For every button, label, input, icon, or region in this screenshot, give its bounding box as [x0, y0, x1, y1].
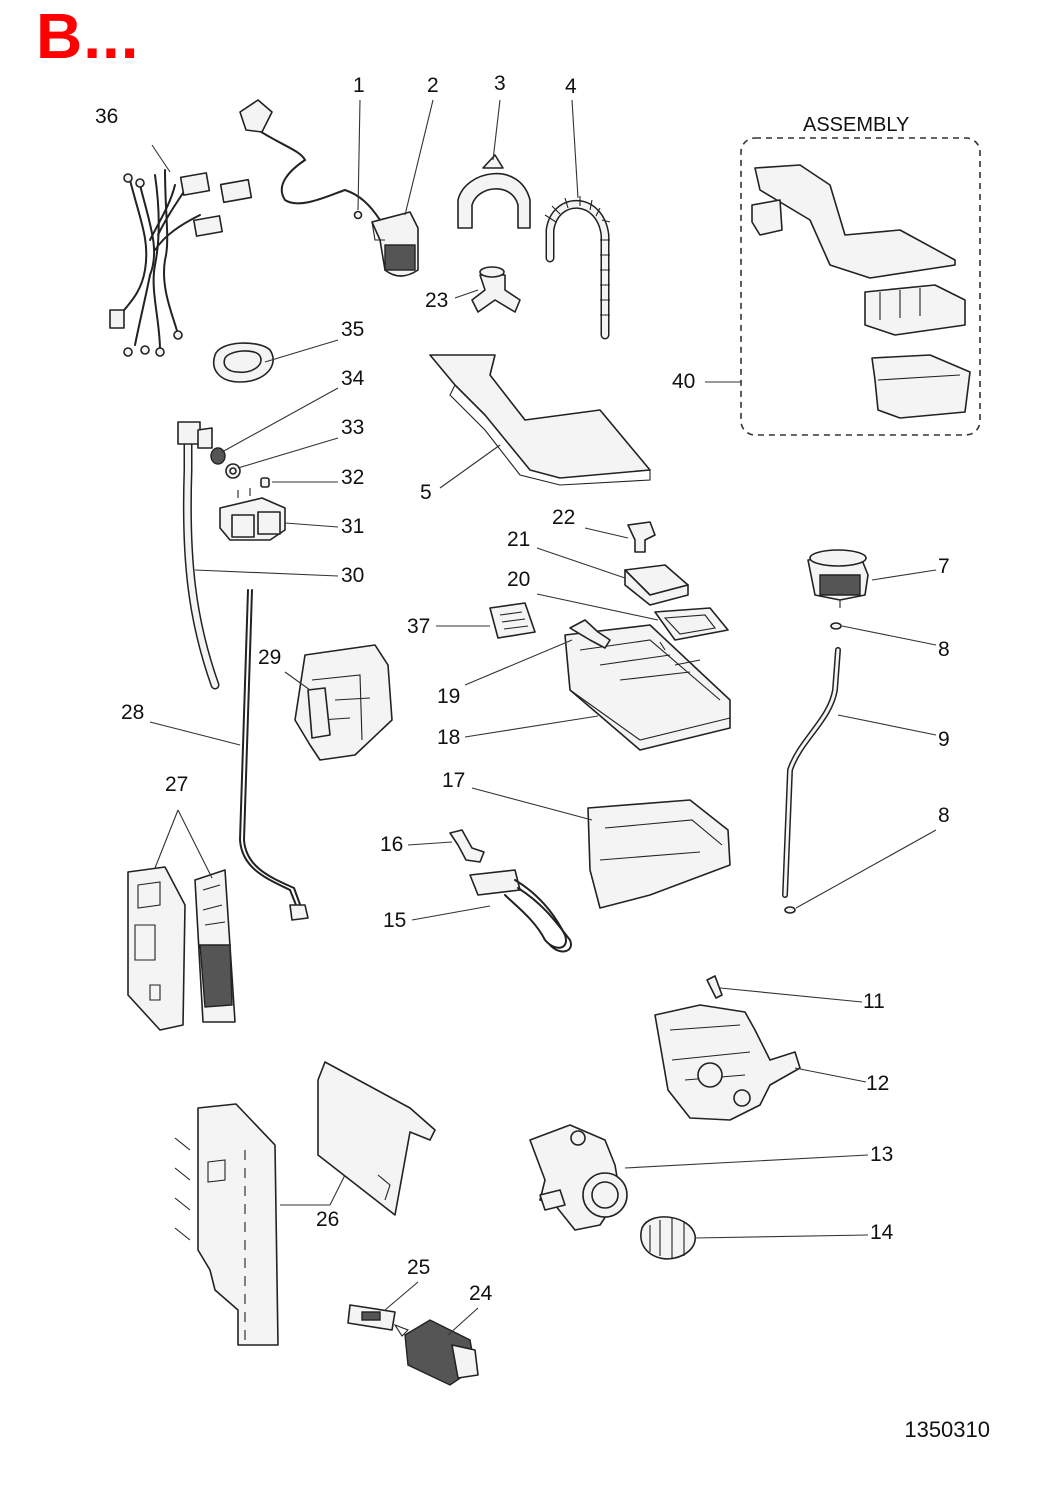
assembly-label: ASSEMBLY [803, 114, 910, 136]
filter-icon [210, 447, 226, 465]
fill-hose-icon [177, 421, 220, 690]
callout-28: 28 [121, 701, 145, 724]
valve-icon [219, 488, 286, 541]
callout-19: 19 [437, 685, 461, 708]
top-cover-icon [429, 354, 651, 486]
callout-3: 3 [494, 72, 506, 95]
dispenser-assembly-icon [740, 137, 981, 436]
callout-11: 11 [863, 990, 885, 1013]
screw-icon [706, 975, 723, 999]
callout-35: 35 [341, 318, 365, 341]
callout-12: 12 [866, 1072, 890, 1095]
callout-8-upper: 8 [938, 638, 950, 661]
callout-33: 33 [341, 416, 365, 439]
dispenser-housing-icon [587, 799, 731, 909]
mains-cable-filter-icon [239, 99, 419, 277]
callout-8-lower: 8 [938, 804, 950, 827]
pressure-tube-icon [782, 647, 841, 898]
softener-cup-icon [624, 564, 689, 606]
callout-40: 40 [672, 370, 696, 393]
callout-15: 15 [383, 909, 407, 932]
pressure-switch-icon [807, 549, 869, 608]
circuit-board-icon [127, 866, 236, 1031]
callout-1: 1 [353, 74, 365, 97]
cap-icon [627, 521, 656, 553]
screw-icon [353, 210, 363, 220]
shield-icon [174, 1061, 436, 1346]
callout-20: 20 [507, 568, 531, 591]
label-icon [489, 602, 536, 639]
callout-29: 29 [258, 646, 282, 669]
y-connector-icon [471, 266, 521, 313]
callout-5: 5 [420, 481, 432, 504]
washer-icon [225, 463, 241, 479]
drain-pump-icon [529, 1124, 628, 1231]
callout-18: 18 [437, 726, 461, 749]
callout-21: 21 [507, 528, 531, 551]
sensor-icon [449, 829, 485, 863]
drain-hose-icon [544, 196, 611, 340]
heating-element-icon [469, 869, 572, 953]
callout-13: 13 [870, 1143, 894, 1166]
grommet-icon [213, 342, 274, 383]
callout-25: 25 [407, 1256, 431, 1279]
callout-14: 14 [870, 1221, 894, 1244]
callout-32: 32 [341, 466, 365, 489]
callout-27: 27 [165, 773, 189, 796]
callout-2: 2 [427, 74, 439, 97]
callout-26: 26 [316, 1208, 340, 1231]
callout-17: 17 [442, 769, 466, 792]
callout-36: 36 [95, 105, 119, 128]
cap-icon [260, 477, 270, 488]
callout-7: 7 [938, 555, 950, 578]
detergent-drawer-icon [564, 624, 731, 751]
callout-37: 37 [407, 615, 431, 638]
module-icon [404, 1319, 479, 1386]
callout-30: 30 [341, 564, 365, 587]
insert-icon [654, 607, 729, 641]
page-title: B... [36, 0, 140, 72]
wiring-harness-icon [109, 169, 253, 357]
pump-body-icon [654, 1004, 801, 1121]
earth-wire-icon [238, 589, 309, 921]
label-icon [347, 1304, 409, 1337]
callout-16: 16 [380, 833, 404, 856]
callout-34: 34 [341, 367, 365, 390]
drawing-number: 1350310 [904, 1417, 990, 1442]
callout-4: 4 [565, 75, 577, 98]
door-lock-icon [294, 644, 393, 761]
o-ring-icon [784, 622, 842, 914]
callout-22: 22 [552, 506, 576, 529]
callout-24: 24 [469, 1282, 493, 1305]
hose-support-icon [457, 154, 531, 229]
siphon-icon [569, 619, 611, 649]
filter-icon [640, 1216, 696, 1260]
leader-lines [149, 99, 937, 1336]
callout-9: 9 [938, 728, 950, 751]
callout-31: 31 [341, 515, 365, 538]
callout-23: 23 [425, 289, 449, 312]
